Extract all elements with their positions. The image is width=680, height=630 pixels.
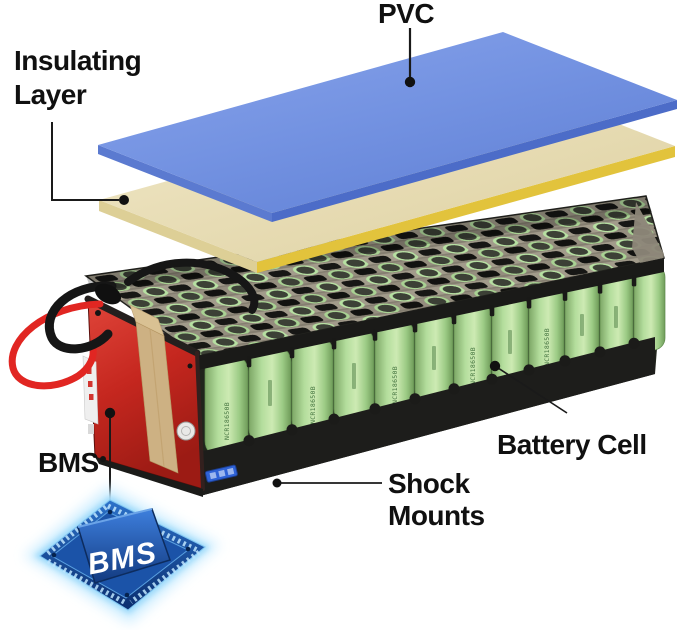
pvc-top [98,32,677,213]
wires [8,258,259,390]
red-wire [8,300,104,390]
pvc-callout [404,28,416,88]
svg-text:NCR18650B: NCR18650B [469,347,477,385]
board-screw [187,363,193,369]
label-battery-cell: Battery Cell [497,429,647,460]
board-screw [95,310,101,316]
label-bms: BMS [38,447,99,478]
board-screw [100,456,106,462]
cell [633,264,666,351]
black-wire [44,281,117,354]
insulating-layer-edge-left [99,200,257,273]
heat-shrink [94,283,122,305]
shock-mounts-callout [272,478,382,488]
board-bottom-shadow [95,457,203,497]
battery-cell-callout-line [494,365,568,414]
pvc-edge-right [272,100,677,222]
bms-callout-dot [104,407,116,419]
label-shock-mounts-line1: Shock [388,468,470,499]
svg-text:NCR18650B: NCR18650B [223,402,231,440]
label-pvc: PVC [378,0,435,29]
svg-text:NCR18650B: NCR18650B [309,386,317,424]
battery-cell-callout [489,360,568,414]
shock-mounts-holder [200,337,655,496]
label-insulating-layer-line2: Layer [14,79,87,110]
bms-chip-graphic: BMS [24,486,220,624]
holder-top-fingers [246,275,637,368]
shock-mount-bumps [243,337,640,447]
battery-pack: NCR18650B NCR18650B NCR18650B NCR18650B … [8,195,666,497]
label-insulating-layer-line1: Insulating [14,45,142,76]
pvc-sheet [98,32,677,222]
round-sticker [176,421,196,441]
insulating-callout [51,122,129,205]
pvc-edge-left [98,145,272,222]
tape-strap [129,304,179,474]
svg-text:NCR18650B: NCR18650B [543,328,551,366]
cell-markings: NCR18650B NCR18650B NCR18650B NCR18650B … [223,306,618,440]
label-shock-mounts-line2: Mounts [388,500,485,531]
insulating-layer-edge-right [257,146,675,273]
insulating-callout-dot [119,195,129,205]
cell-holder-top-rail [198,258,664,370]
balance-connector [204,464,238,483]
pvc-callout-dot [404,76,416,88]
battery-cell-callout-dot [489,360,501,372]
bms-board [82,295,205,497]
black-wire [124,258,259,314]
svg-text:NCR18650B: NCR18650B [391,366,399,404]
shock-mounts-callout-dot [272,478,282,488]
callouts [51,28,568,500]
insulating-callout-line [51,122,119,201]
bms-callout [104,407,116,500]
